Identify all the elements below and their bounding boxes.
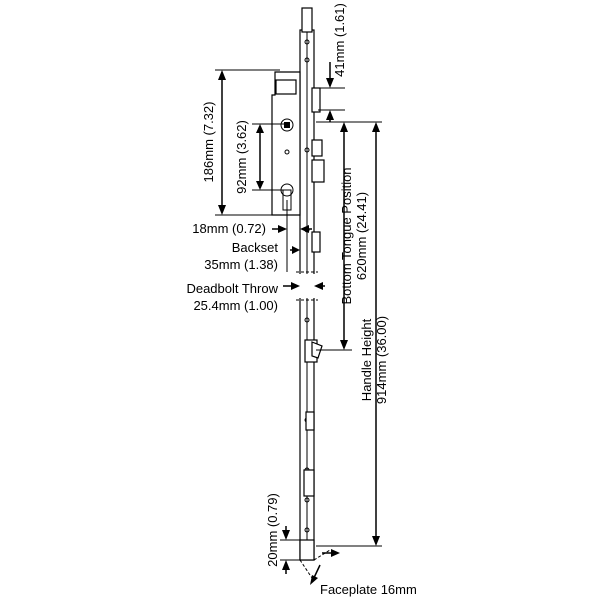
label-deadbolt-title: Deadbolt Throw xyxy=(186,281,278,296)
dim-backset xyxy=(286,210,300,272)
label-backset-value: 35mm (1.38) xyxy=(204,257,278,272)
dim-deadbolt-throw xyxy=(283,282,325,290)
label-deadbolt-value: 25.4mm (1.00) xyxy=(193,298,278,313)
label-handle-title: Handle Height xyxy=(359,318,374,401)
label-bottom-offset: 20mm (0.79) xyxy=(265,493,280,567)
dim-pz-distance xyxy=(252,123,284,191)
label-pz-distance: 92mm (3.62) xyxy=(234,120,249,194)
label-pz-height: 186mm (7.32) xyxy=(201,102,216,183)
dim-handle-height xyxy=(316,121,382,547)
dim-top-offset xyxy=(318,62,345,122)
label-faceplate: Faceplate 16mm xyxy=(320,582,417,597)
label-backset-title: Backset xyxy=(232,240,279,255)
gearbox-case xyxy=(271,71,301,216)
label-top-offset: 41mm (1.61) xyxy=(332,3,347,77)
label-handle-value: 914mm (36.00) xyxy=(374,316,389,404)
label-tongue-title: Bottom Tongue Position xyxy=(339,167,354,304)
lock-faceplate xyxy=(296,7,325,561)
dim-pz-height xyxy=(215,69,280,216)
label-cylinder-offset: 18mm (0.72) xyxy=(192,221,266,236)
dim-bottom-offset xyxy=(280,526,300,574)
label-tongue-value: 620mm (24.41) xyxy=(354,192,369,280)
dim-faceplate xyxy=(299,549,340,585)
